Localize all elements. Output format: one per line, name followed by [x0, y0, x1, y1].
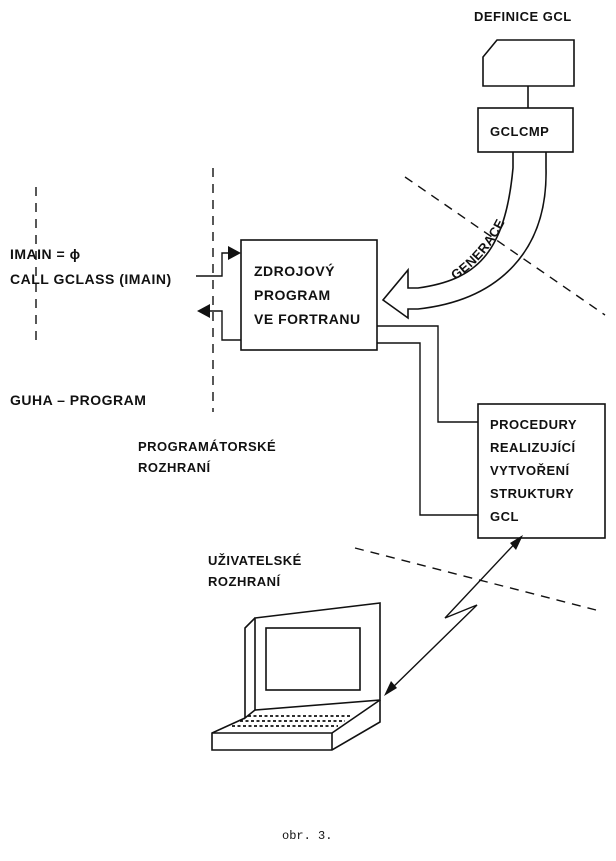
figure-caption: obr. 3.: [282, 829, 332, 843]
imain-line: IMAIN = ϕ: [10, 246, 81, 262]
user-interface-line: [354, 547, 597, 611]
punched-card-icon: [482, 39, 575, 87]
call-arrowhead: [228, 246, 241, 260]
programatorske-label: PROGRAMÁTORSKÉ: [138, 439, 276, 454]
generation-boundary-line: [404, 176, 606, 316]
call-gclass-line: CALL GCLASS (IMAIN): [10, 271, 172, 287]
program-label: PROGRAM: [254, 287, 331, 303]
programatorske-rozhrani-label: ROZHRANÍ: [138, 460, 211, 475]
gclcmp-label: GCLCMP: [490, 124, 549, 139]
guha-program-label: GUHA – PROGRAM: [10, 392, 146, 408]
procedury-label: PROCEDURY: [490, 417, 577, 432]
realizujici-label: REALIZUJÍCÍ: [490, 440, 576, 455]
uzivatelske-rozhrani-label: ROZHRANÍ: [208, 574, 281, 589]
struktury-label: STRUKTURY: [490, 486, 574, 501]
link-arrowhead-bottom: [384, 681, 397, 696]
procedures-connector-upper: [377, 325, 478, 423]
gcl-label: GCL: [490, 509, 519, 524]
ve-fortranu-label: VE FORTRANU: [254, 311, 361, 327]
return-connector: [208, 310, 241, 341]
definice-gcl-label: DEFINICE GCL: [474, 9, 572, 24]
vytvoreni-label: VYTVOŘENÍ: [490, 463, 570, 478]
lightning-link: [387, 536, 522, 693]
generace-label: GENERACE: [448, 216, 508, 282]
source-program-box: [240, 239, 378, 351]
return-arrowhead: [197, 304, 210, 318]
link-arrowhead-top: [510, 535, 523, 550]
generace-arrow: [381, 152, 547, 320]
zdrojovy-label: ZDROJOVÝ: [254, 262, 335, 279]
gclcmp-box: [477, 107, 574, 153]
computer-terminal-icon: [211, 602, 381, 751]
call-connector: [196, 252, 230, 277]
procedures-box: [477, 403, 606, 539]
procedures-connector-lower: [377, 342, 478, 516]
uzivatelske-label: UŽIVATELSKÉ: [208, 553, 302, 568]
